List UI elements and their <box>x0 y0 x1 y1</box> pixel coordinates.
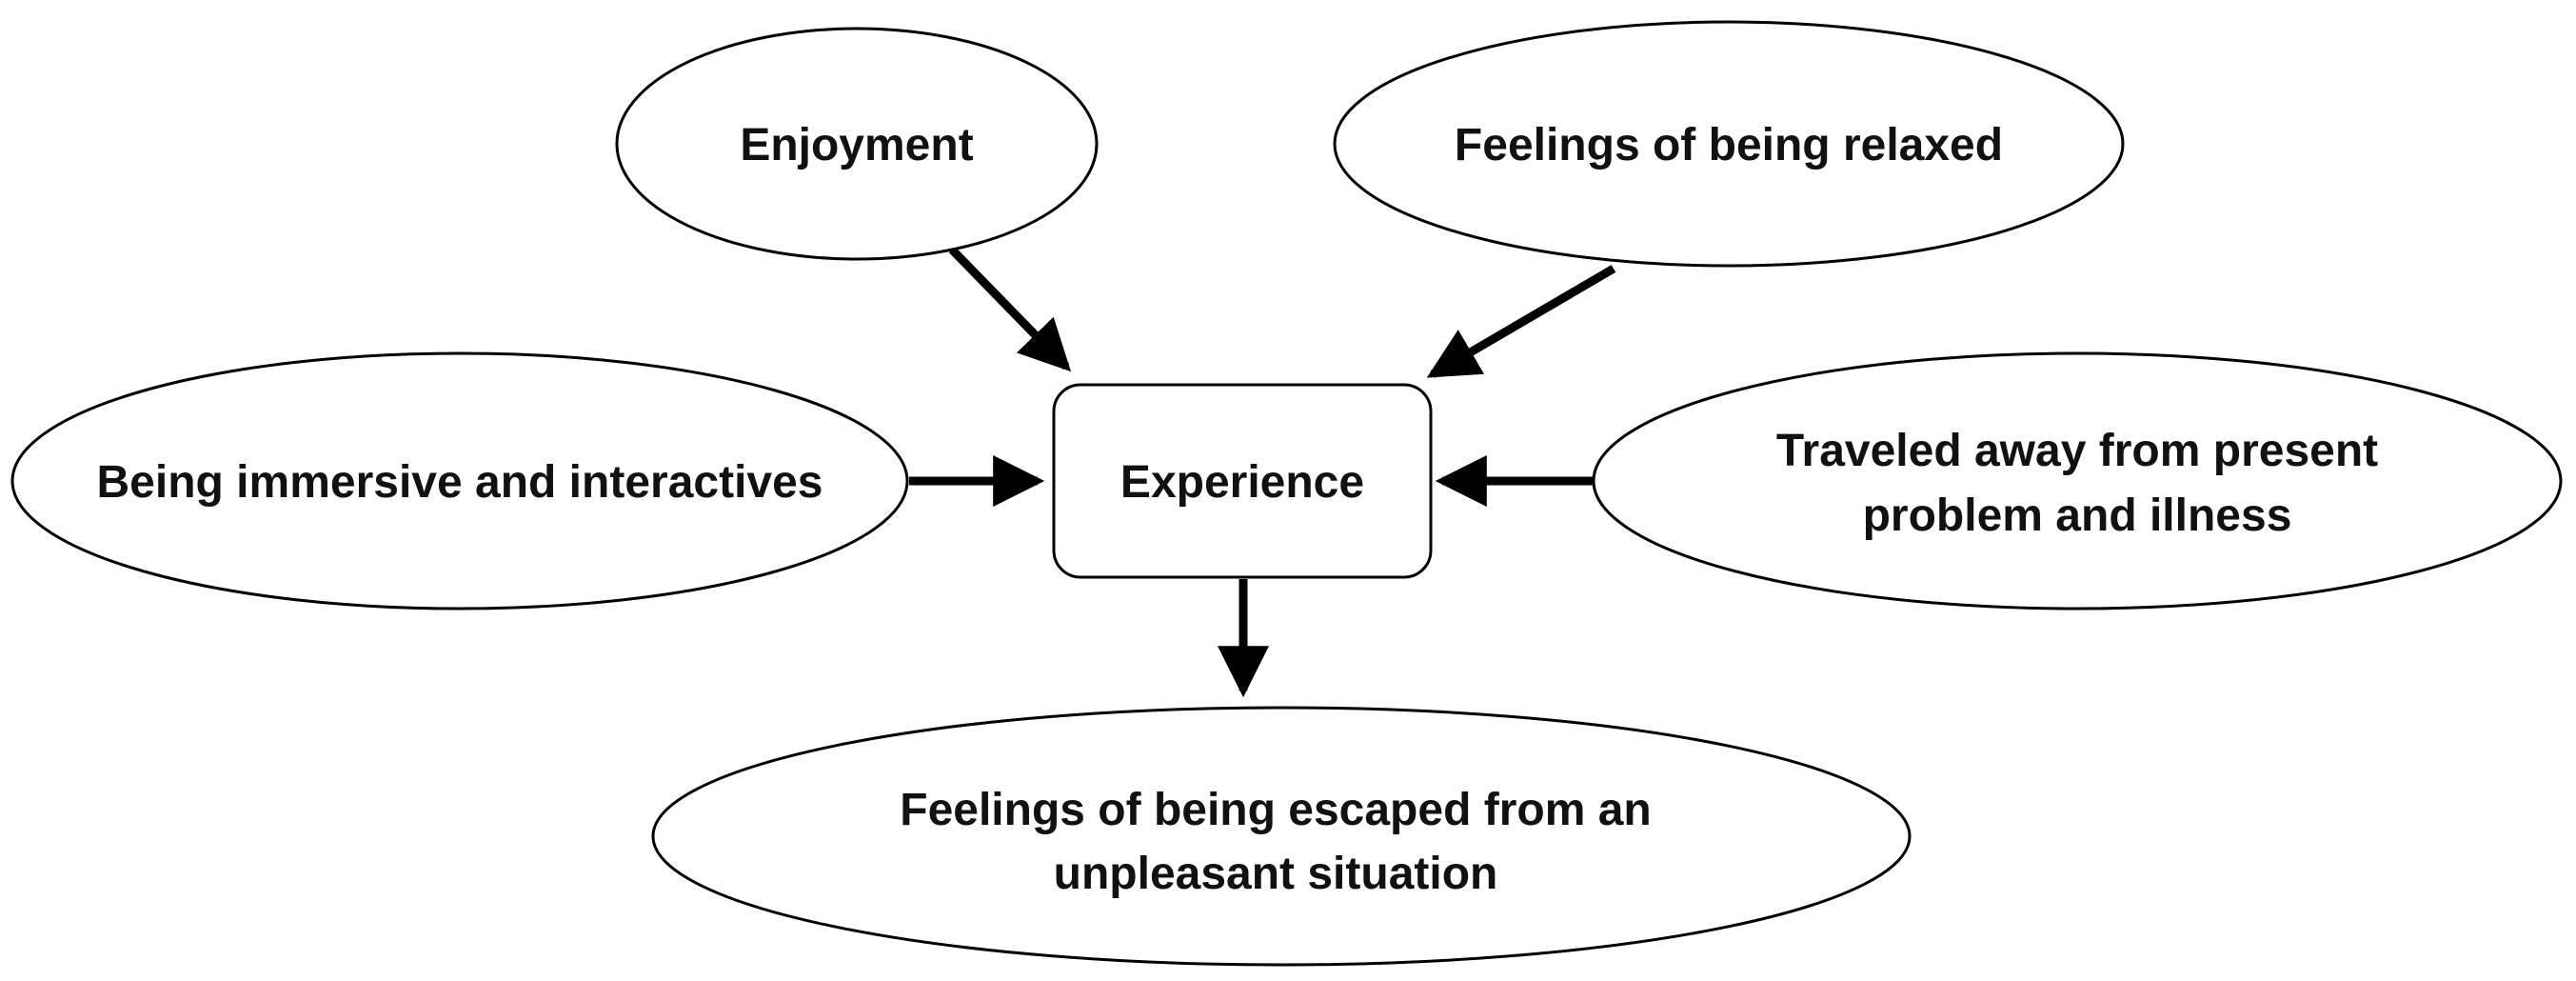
relaxed-node: Feelings of being relaxed <box>1333 20 2125 268</box>
relaxed-ellipse <box>1333 20 2125 268</box>
experience-node: Experience <box>1052 383 1433 579</box>
escaped-label-line-1: Feelings of being escaped from an <box>900 785 1652 835</box>
edges <box>909 246 1616 698</box>
traveled-ellipse <box>1592 351 2563 611</box>
experience-box <box>1052 383 1433 579</box>
immersive-node: Being immersive and interactives <box>10 351 909 611</box>
arrow-enjoyment-to-experience <box>948 246 1072 372</box>
arrow-relaxed-to-experience <box>1426 265 1616 378</box>
escaped-label-line-2: unpleasant situation <box>1054 849 1498 899</box>
traveled-label-line-2: problem and illness <box>1863 490 2292 541</box>
enjoyment-label: Enjoyment <box>740 120 973 170</box>
escaped-node: Feelings of being escaped from an unplea… <box>651 706 1912 967</box>
experience-label: Experience <box>1120 457 1364 508</box>
traveled-node: Traveled away from present problem and i… <box>1592 351 2563 611</box>
enjoyment-ellipse <box>615 27 1099 261</box>
enjoyment-node: Enjoyment <box>615 27 1099 261</box>
escaped-ellipse <box>651 706 1912 967</box>
relaxed-label: Feelings of being relaxed <box>1455 120 2003 170</box>
traveled-label-line-1: Traveled away from present <box>1776 426 2378 476</box>
immersive-label: Being immersive and interactives <box>97 457 823 508</box>
immersive-ellipse <box>10 351 909 611</box>
